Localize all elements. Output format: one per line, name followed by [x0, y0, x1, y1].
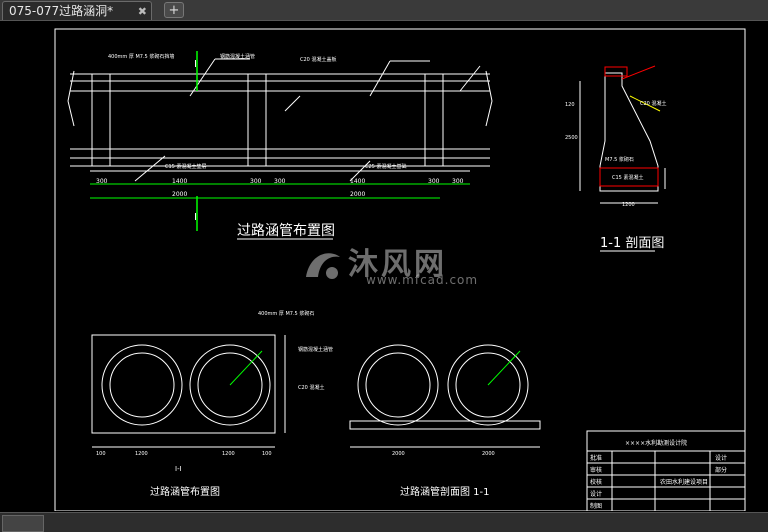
section-labels: 120 1200 2500 C20 混凝土 M7.5 浆砌石 C15 素混凝土: [565, 100, 666, 208]
title-block: [586, 430, 746, 511]
svg-text:2000: 2000: [350, 191, 365, 198]
section-view: [579, 65, 666, 204]
layout-tab[interactable]: [2, 515, 44, 532]
svg-text:批准: 批准: [590, 454, 602, 462]
svg-text:400mm 厚 M7.5 浆砌石: 400mm 厚 M7.5 浆砌石: [258, 310, 314, 317]
watermark-url: www.mfcad.com: [366, 273, 479, 287]
svg-text:设计: 设计: [715, 454, 727, 462]
svg-text:1400: 1400: [350, 178, 365, 185]
svg-text:2000: 2000: [392, 451, 405, 457]
svg-text:2000: 2000: [172, 191, 187, 198]
svg-text:C15 素混凝土: C15 素混凝土: [612, 174, 643, 181]
svg-text:M7.5 浆砌石: M7.5 浆砌石: [605, 156, 634, 163]
plan-dimensions: 300 1400 300 300 1400 300 300 2000 2000: [96, 178, 464, 198]
svg-text:钢筋混凝土涵管: 钢筋混凝土涵管: [298, 346, 333, 353]
svg-text:1200: 1200: [135, 451, 148, 457]
svg-text:校核: 校核: [590, 478, 602, 486]
svg-text:部分: 部分: [715, 466, 727, 474]
tab-drawing[interactable]: 075-077过路涵洞* ✖: [2, 1, 152, 20]
svg-text:C15 素混凝土垫层: C15 素混凝土垫层: [165, 163, 206, 170]
drawing-canvas[interactable]: I I 300 1400 300 300 1400 300 300 2000 2…: [0, 21, 768, 511]
svg-text:2500: 2500: [565, 135, 578, 141]
left-circle-labels: 100 1200 1200 100 400mm 厚 M7.5 浆砌石 钢筋混凝土…: [96, 310, 333, 457]
svg-text:农田水利建设项目: 农田水利建设项目: [660, 478, 708, 486]
svg-text:C20 混凝土: C20 混凝土: [640, 100, 666, 107]
svg-text:300: 300: [250, 178, 262, 185]
watermark-text: 沐风网: [348, 247, 447, 282]
culvert-section-right: [349, 344, 541, 448]
svg-text:2000: 2000: [482, 451, 495, 457]
status-bar: [0, 512, 768, 532]
right-circle-labels: 2000 2000: [392, 451, 495, 457]
svg-text:300: 300: [428, 178, 440, 185]
svg-text:300: 300: [96, 178, 108, 185]
svg-text:制图: 制图: [590, 502, 602, 510]
section-title: 1-1 剖面图: [600, 236, 664, 251]
tab-title: 075-077过路涵洞*: [9, 4, 114, 18]
svg-text:400mm 厚 M7.5 浆砌石挡墙: 400mm 厚 M7.5 浆砌石挡墙: [108, 53, 174, 60]
plan-title: 过路涵管布置图: [237, 223, 335, 239]
title-block-text: ××××水利勘测设计院 批准 审核 校核 设计 制图 设计 部分 农田水利建设项…: [590, 439, 727, 510]
mfcad-logo-icon: [306, 253, 340, 279]
svg-text:C25 素混凝土基础: C25 素混凝土基础: [365, 163, 406, 170]
label-i-bottom: I: [194, 212, 197, 223]
left-bottom-title: 过路涵管布置图: [150, 485, 220, 498]
label-i-top: I: [194, 59, 197, 70]
new-tab-button[interactable]: +: [164, 2, 184, 18]
svg-text:120: 120: [565, 102, 575, 108]
svg-text:300: 300: [452, 178, 464, 185]
svg-text:1400: 1400: [172, 178, 187, 185]
svg-text:钢筋混凝土涵管: 钢筋混凝土涵管: [220, 53, 255, 60]
svg-text:C20 混凝土盖板: C20 混凝土盖板: [300, 56, 336, 63]
culvert-section-left: [91, 334, 286, 448]
svg-text:设计: 设计: [590, 490, 602, 498]
svg-text:1200: 1200: [222, 451, 235, 457]
svg-text:1200: 1200: [622, 202, 635, 208]
svg-text:审核: 审核: [590, 466, 602, 474]
svg-text:100: 100: [262, 451, 272, 457]
right-bottom-title: 过路涵管剖面图 1-1: [400, 485, 490, 498]
svg-text:××××水利勘测设计院: ××××水利勘测设计院: [625, 439, 687, 447]
plan-view: [67, 51, 493, 231]
plan-labels: 400mm 厚 M7.5 浆砌石挡墙 C20 混凝土盖板 C15 素混凝土垫层 …: [108, 53, 406, 170]
svg-text:C20 混凝土: C20 混凝土: [298, 384, 324, 391]
tab-bar: 075-077过路涵洞* ✖ +: [0, 0, 768, 21]
close-icon[interactable]: ✖: [137, 5, 147, 18]
drawing-frame: [54, 28, 746, 511]
label-section-i: I-I: [175, 465, 182, 473]
svg-text:100: 100: [96, 451, 106, 457]
svg-text:300: 300: [274, 178, 286, 185]
